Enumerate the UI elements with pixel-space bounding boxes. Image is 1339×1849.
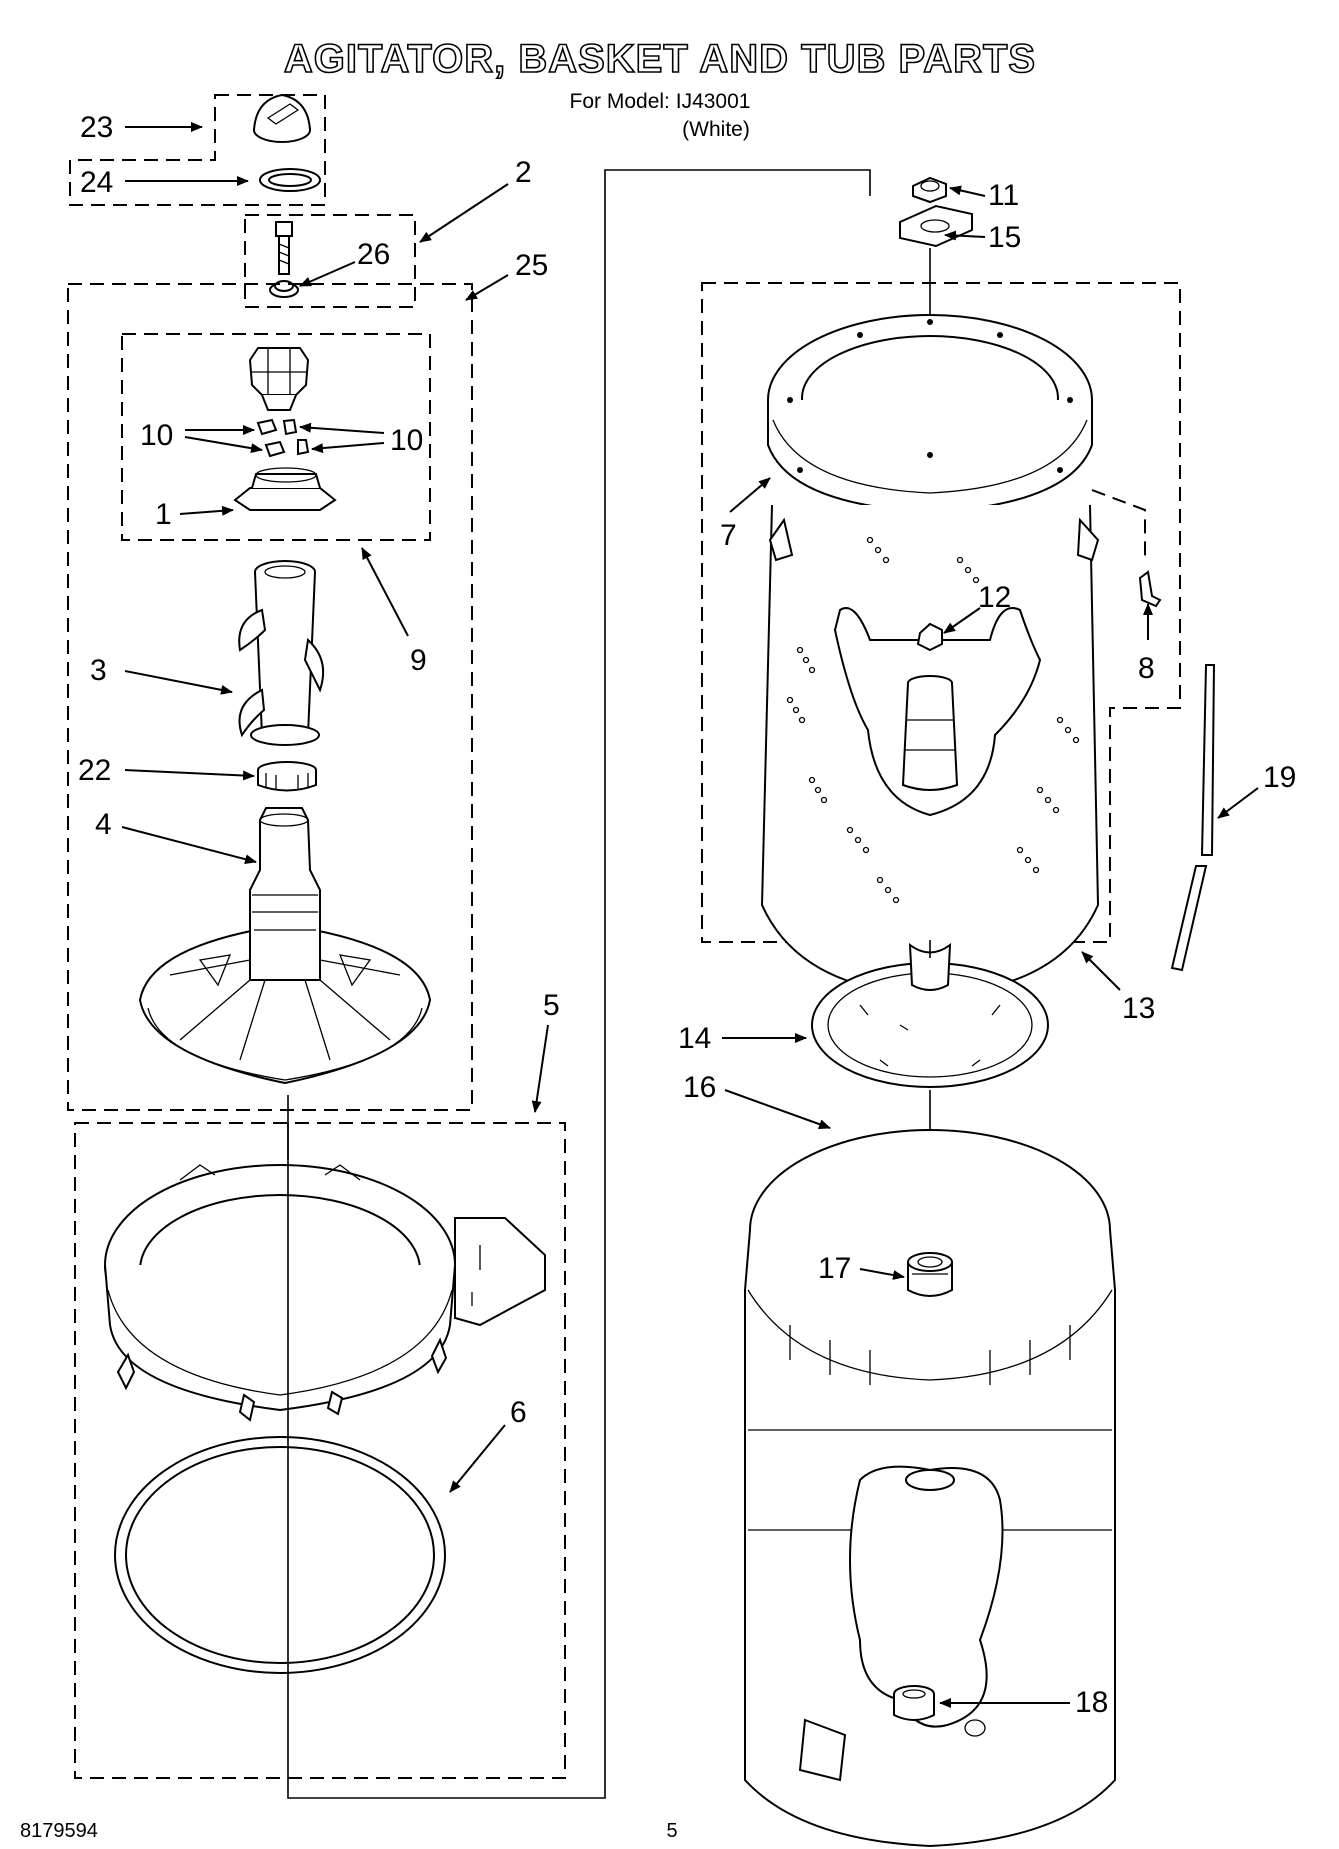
part-7-balance-ring — [767, 314, 1093, 514]
callout-26: 26 — [357, 238, 390, 271]
basket-assembly-outline — [701, 282, 1181, 943]
callout-25: 25 — [515, 249, 548, 282]
callout-7: 7 — [720, 519, 737, 552]
part-10-cam-dogs — [256, 418, 310, 458]
part-15-drive-block — [899, 204, 973, 248]
callout-13: 13 — [1122, 992, 1155, 1025]
callout-22: 22 — [78, 754, 111, 787]
cap-group-outline — [69, 94, 326, 206]
callout-23: 23 — [80, 111, 113, 144]
callout-11: 11 — [988, 179, 1019, 212]
part-17-tub-bearing — [907, 1252, 953, 1297]
document-number: 8179594 — [20, 1820, 98, 1842]
callout-5: 5 — [543, 989, 560, 1022]
part-4-agitator-base — [138, 807, 432, 1085]
part-6-tub-ring-seal — [114, 1436, 446, 1674]
callout-6: 6 — [510, 1396, 527, 1429]
part-11-nut — [912, 176, 947, 204]
callout-12: 12 — [978, 581, 1011, 614]
callout-15: 15 — [988, 221, 1021, 254]
callout-3: 3 — [90, 654, 107, 687]
agitator-assembly-outline — [67, 283, 473, 1111]
part-3-auger — [238, 560, 324, 746]
part-13-basket — [760, 504, 1100, 997]
part-5-tub-ring — [104, 1164, 546, 1422]
color-line: (White) — [682, 118, 750, 141]
callout-1: 1 — [155, 498, 172, 531]
part-22-agitator-bushing — [257, 761, 317, 792]
callout-14: 14 — [678, 1022, 711, 1055]
callout-10-left: 10 — [140, 419, 173, 452]
model-line: For Model: IJ43001 — [570, 90, 751, 113]
callout-labels: 23 24 2 26 25 10 10 1 9 3 22 4 5 6 11 15 — [78, 111, 1296, 1719]
callout-9: 9 — [410, 644, 427, 677]
callout-8: 8 — [1138, 652, 1155, 685]
page-title: AGITATOR, BASKET AND TUB PARTS — [284, 37, 1036, 81]
cam-assembly-outline — [121, 333, 431, 541]
part-16-outer-tub — [744, 1129, 1116, 1848]
part-19-hose — [1170, 664, 1216, 972]
callout-10-right: 10 — [390, 424, 423, 457]
tub-ring-outline — [74, 1122, 566, 1779]
clip-leader-line — [1091, 489, 1146, 560]
basket-perforations — [786, 536, 1080, 904]
page-number: 5 — [666, 1820, 677, 1842]
callout-4: 4 — [95, 808, 112, 841]
part-26-bolt — [269, 221, 299, 298]
part-18-drain-fitting — [893, 1685, 935, 1721]
part-24-cap-seal — [259, 168, 321, 192]
part-1-cam-driver — [233, 467, 337, 511]
callout-19: 19 — [1263, 761, 1296, 794]
callout-16: 16 — [683, 1071, 716, 1104]
callout-18: 18 — [1075, 1686, 1108, 1719]
part-23-agitator-cap — [253, 93, 311, 143]
callout-17: 17 — [818, 1252, 851, 1285]
assembly-axis-line — [287, 169, 871, 1799]
part-8-basket-clip — [1138, 570, 1162, 608]
part-14-drive-hub — [811, 942, 1049, 1088]
part-agitator-cam — [248, 347, 310, 411]
callout-2: 2 — [515, 156, 532, 189]
callout-24: 24 — [80, 166, 113, 199]
